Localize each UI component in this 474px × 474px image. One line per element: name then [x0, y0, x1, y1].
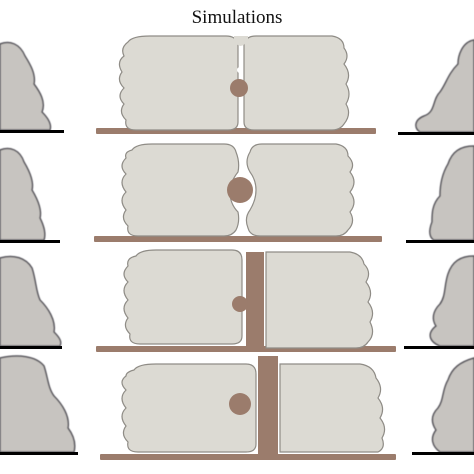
particle-2 [227, 177, 253, 203]
left-photo-column [0, 41, 78, 455]
left-droplet-2 [121, 143, 240, 237]
right-droplet-3 [265, 251, 374, 349]
right-photo-2 [406, 145, 474, 243]
substrate-bar-2 [94, 236, 382, 242]
right-photo-column [398, 39, 474, 455]
substrate-bar-4 [100, 454, 396, 460]
left-photo-1 [0, 41, 64, 133]
simulation-panel-2 [94, 143, 382, 242]
simulation-panel-4 [100, 356, 396, 460]
figure-title: Simulations [191, 7, 283, 28]
left-photo-3 [0, 255, 62, 349]
particle-1-notch [237, 67, 243, 73]
right-droplet-1 [243, 35, 350, 131]
simulation-panel-1 [96, 35, 376, 134]
right-droplet-2 [245, 143, 355, 237]
wall-4 [258, 356, 278, 456]
particle-4 [229, 393, 251, 415]
particle-3 [232, 296, 248, 312]
simulation-panel-3 [96, 249, 396, 352]
top-gap-fill-1 [234, 36, 248, 46]
left-photo-4 [0, 355, 78, 455]
left-droplet-4 [121, 363, 257, 453]
particle-1 [230, 79, 248, 97]
wall-3 [246, 252, 264, 348]
left-droplet-1 [118, 35, 239, 131]
simulation-column [94, 35, 396, 460]
left-droplet-3 [123, 249, 243, 345]
right-photo-4 [412, 357, 474, 455]
left-photo-2 [0, 147, 60, 243]
right-droplet-4 [279, 363, 386, 453]
right-photo-3 [404, 255, 474, 349]
right-photo-1 [398, 39, 474, 135]
